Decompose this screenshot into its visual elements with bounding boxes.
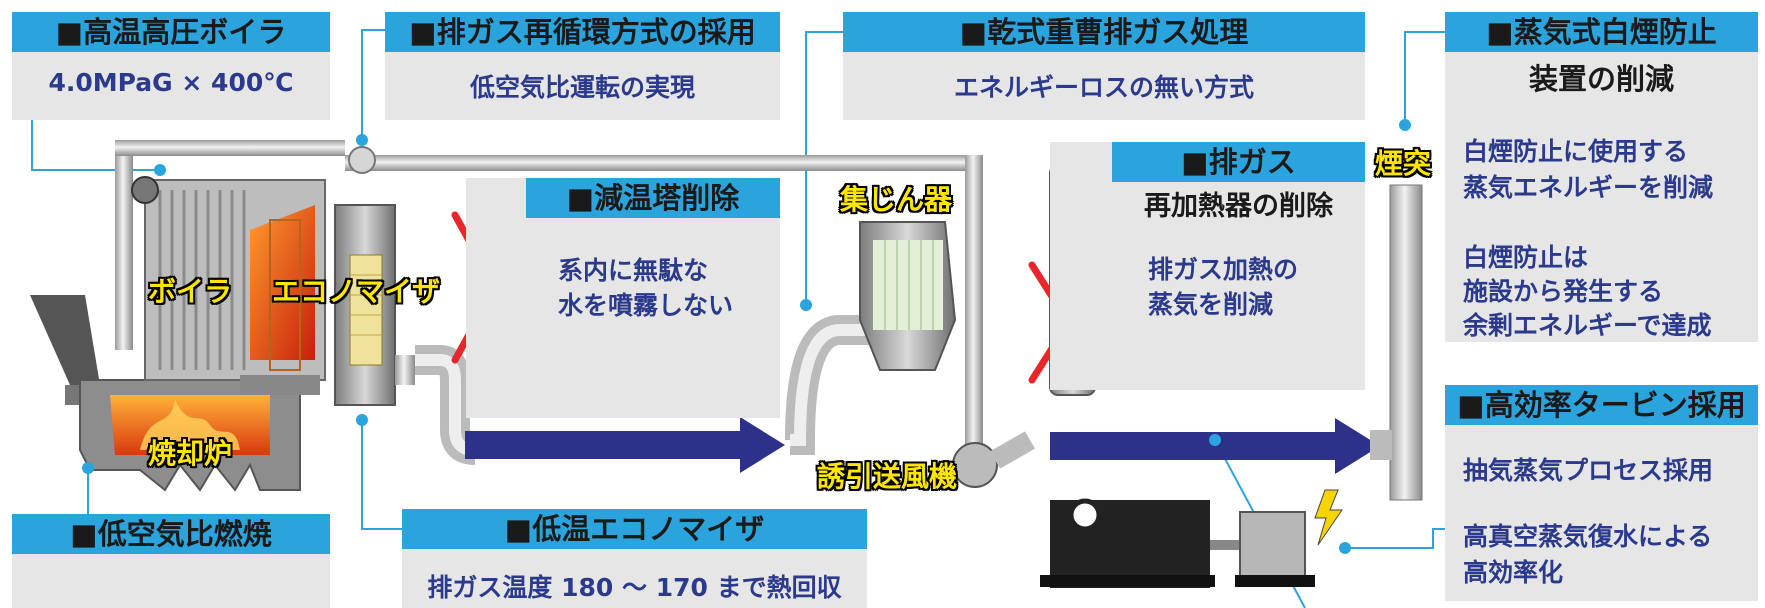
plume-text-5: 余剰エネルギーで達成 [1463,311,1712,340]
recirculation-duct [115,140,983,350]
cooling-tower-panel: ■減温塔削除 系内に無駄な 水を噴霧しない [466,178,780,418]
turbine-generator-graphic [1040,489,1343,588]
boiler-graphic [131,176,326,395]
egr-title: ■排ガス再循環方式の採用 [385,12,780,52]
low-temp-economizer-title: ■低温エコノマイザ [402,509,867,549]
incinerator-graphic [30,295,301,492]
reheater-title-line1: ■排ガス [1112,142,1365,182]
low-air-ratio-panel: ■低空気比燃焼 [12,514,330,608]
fan-icon [348,146,376,174]
induced-draft-fan-graphic [952,265,1035,488]
plume-text-2: 蒸気エネルギーを削減 [1463,173,1714,202]
boiler-spec-text: 4.0MPaG × 400℃ [48,68,294,97]
lightning-icon [1314,489,1343,546]
cooling-tower-text-2: 水を噴霧しない [558,291,734,320]
cooling-tower-text-1: 系内に無駄な [558,256,709,285]
egr-panel: ■排ガス再循環方式の採用 低空気比運転の実現 [385,12,780,120]
plume-text-1: 白煙防止に使用する [1463,137,1689,166]
reheater-panel: ■排ガス 再加熱器の削除 排ガス加熱の 蒸気を削減 [1050,142,1365,390]
low-air-ratio-title: ■低空気比燃焼 [12,514,330,554]
reheater-title-line2: 再加熱器の削除 [1144,191,1333,222]
boiler-spec-panel: ■高温高圧ボイラ 4.0MPaG × 400℃ [12,12,330,120]
turbine-text-2: 高真空蒸気復水による [1463,522,1713,551]
turbine-title: ■高効率タービン採用 [1445,385,1758,425]
dry-treatment-panel: ■乾式重曹排ガス処理 エネルギーロスの無い方式 [843,12,1365,120]
cooling-tower-title: ■減温塔削除 [526,178,780,218]
stack-label: 煙突 [1375,147,1432,180]
flow-arrow [465,417,785,473]
stack-graphic [1370,184,1423,501]
plume-text-3: 白煙防止は [1463,243,1589,272]
incinerator-label: 焼却炉 [148,437,233,470]
plume-prevention-panel: ■蒸気式白煙防止 装置の削減 白煙防止に使用する 蒸気エネルギーを削減 白煙防止… [1445,12,1758,342]
turbine-text-3: 高効率化 [1463,558,1564,587]
boiler-spec-title: ■高温高圧ボイラ [12,12,330,52]
reheater-text-2: 蒸気を削減 [1148,290,1274,319]
dust-collector-graphic [859,221,957,371]
economizer-graphic [334,204,415,406]
turbine-panel: ■高効率タービン採用 抽気蒸気プロセス採用 高真空蒸気復水による 高効率化 [1445,385,1758,601]
dry-treatment-title: ■乾式重曹排ガス処理 [843,12,1365,52]
flue-gas-duct [415,315,875,465]
low-temp-economizer-text: 排ガス温度 180 ～ 170 まで熱回収 [427,573,842,602]
plume-title-line2: 装置の削減 [1528,62,1674,96]
plume-title-line1: ■蒸気式白煙防止 [1445,12,1758,52]
reheater-text-1: 排ガス加熱の [1148,255,1299,284]
egr-text: 低空気比運転の実現 [469,73,695,102]
economizer-label: エコノマイザ [272,275,441,308]
induced-draft-fan-label: 誘引送風機 [817,460,958,493]
boiler-label: ボイラ [148,275,233,308]
dust-collector-label: 集じん器 [840,183,953,216]
low-temp-economizer-panel: ■低温エコノマイザ 排ガス温度 180 ～ 170 まで熱回収 [402,509,867,608]
plume-text-4: 施設から発生する [1463,277,1664,306]
turbine-text-1: 抽気蒸気プロセス採用 [1463,456,1714,485]
dry-treatment-text: エネルギーロスの無い方式 [953,73,1254,102]
leader-dots [82,119,1411,554]
